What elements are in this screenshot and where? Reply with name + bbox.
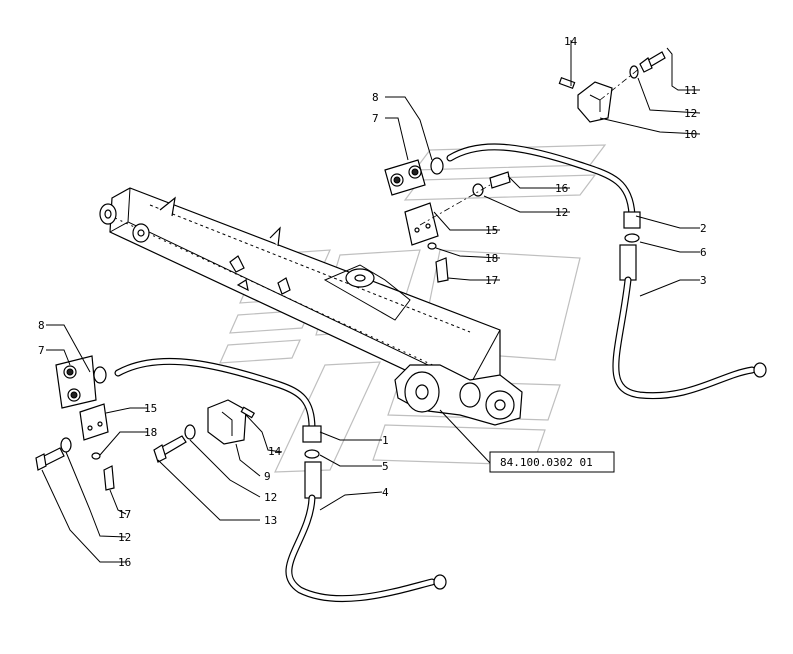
callout-label: 5 — [382, 460, 389, 473]
upper-bracket-assembly — [404, 171, 511, 283]
callout-label: 7 — [38, 344, 45, 357]
callout-label: 11 — [684, 84, 697, 97]
callout-label: 18 — [144, 426, 157, 439]
callout-label: 8 — [372, 91, 379, 104]
callout-label: 4 — [382, 486, 389, 499]
callout-label: 15 — [485, 224, 498, 237]
callout-label: 14 — [564, 35, 578, 48]
callout-label: 15 — [144, 402, 157, 415]
callout-label: 9 — [264, 470, 271, 483]
callout-label: 8 — [38, 319, 45, 332]
callout-label: 18 — [485, 252, 498, 265]
upper-clamp-assembly — [558, 51, 666, 123]
lower-clamp-assembly — [35, 399, 256, 491]
callout-label: 12 — [264, 491, 277, 504]
callout-label: 17 — [485, 274, 498, 287]
reference-code-box — [489, 451, 615, 473]
upper-block-fitting — [384, 157, 444, 196]
callout-label: 6 — [700, 246, 707, 259]
callout-numbers: 14 11 12 10 8 7 16 12 15 18 17 2 6 3 8 7… — [38, 35, 707, 569]
boom-arm — [99, 187, 523, 426]
callout-label: 17 — [118, 508, 131, 521]
callout-label: 16 — [555, 182, 568, 195]
callout-label: 14 — [268, 445, 282, 458]
leader-lines — [41, 40, 701, 563]
upper-pipe-and-hose — [446, 143, 767, 400]
reference-code: 84.100.0302 01 — [500, 456, 593, 469]
callout-label: 3 — [700, 274, 707, 287]
callout-label: 13 — [264, 514, 277, 527]
callout-label: 12 — [118, 531, 131, 544]
callout-label: 2 — [700, 222, 707, 235]
callout-label: 7 — [372, 112, 379, 125]
lower-pipe-and-hose — [114, 357, 447, 603]
callout-label: 12 — [555, 206, 568, 219]
callout-label: 10 — [684, 128, 697, 141]
lower-block-fitting — [55, 355, 107, 409]
callout-label: 16 — [118, 556, 131, 569]
callout-label: 1 — [382, 434, 389, 447]
callout-label: 12 — [684, 107, 697, 120]
